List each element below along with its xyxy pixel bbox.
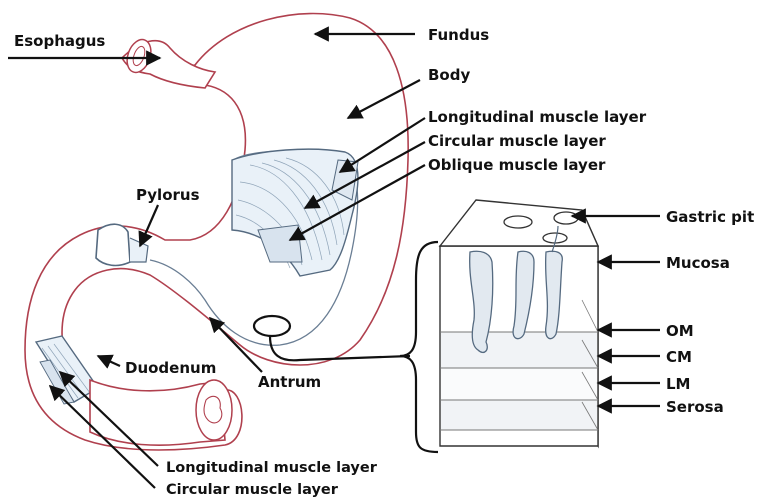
zoom-brace xyxy=(400,242,438,452)
label-body: Body xyxy=(428,66,470,84)
label-oblique: Oblique muscle layer xyxy=(428,156,606,174)
label-duodenum: Duodenum xyxy=(125,359,216,377)
label-circular-lower: Circular muscle layer xyxy=(166,482,339,498)
label-pylorus: Pylorus xyxy=(136,186,200,204)
label-gastric-pit: Gastric pit xyxy=(666,208,754,226)
pylorus-ring xyxy=(96,224,130,265)
duodenum-opening xyxy=(196,380,232,440)
label-cm: CM xyxy=(666,348,692,366)
tissue-block xyxy=(440,200,598,446)
label-antrum: Antrum xyxy=(258,373,321,391)
label-longitudinal-upper: Longitudinal muscle layer xyxy=(428,108,647,126)
label-om: OM xyxy=(666,322,694,340)
label-serosa: Serosa xyxy=(666,398,724,416)
label-mucosa: Mucosa xyxy=(666,254,730,272)
label-esophagus: Esophagus xyxy=(14,32,105,50)
label-circular-upper: Circular muscle layer xyxy=(428,132,606,150)
label-lm: LM xyxy=(666,375,691,393)
label-fundus: Fundus xyxy=(428,26,489,44)
label-longitudinal-lower: Longitudinal muscle layer xyxy=(166,460,378,476)
